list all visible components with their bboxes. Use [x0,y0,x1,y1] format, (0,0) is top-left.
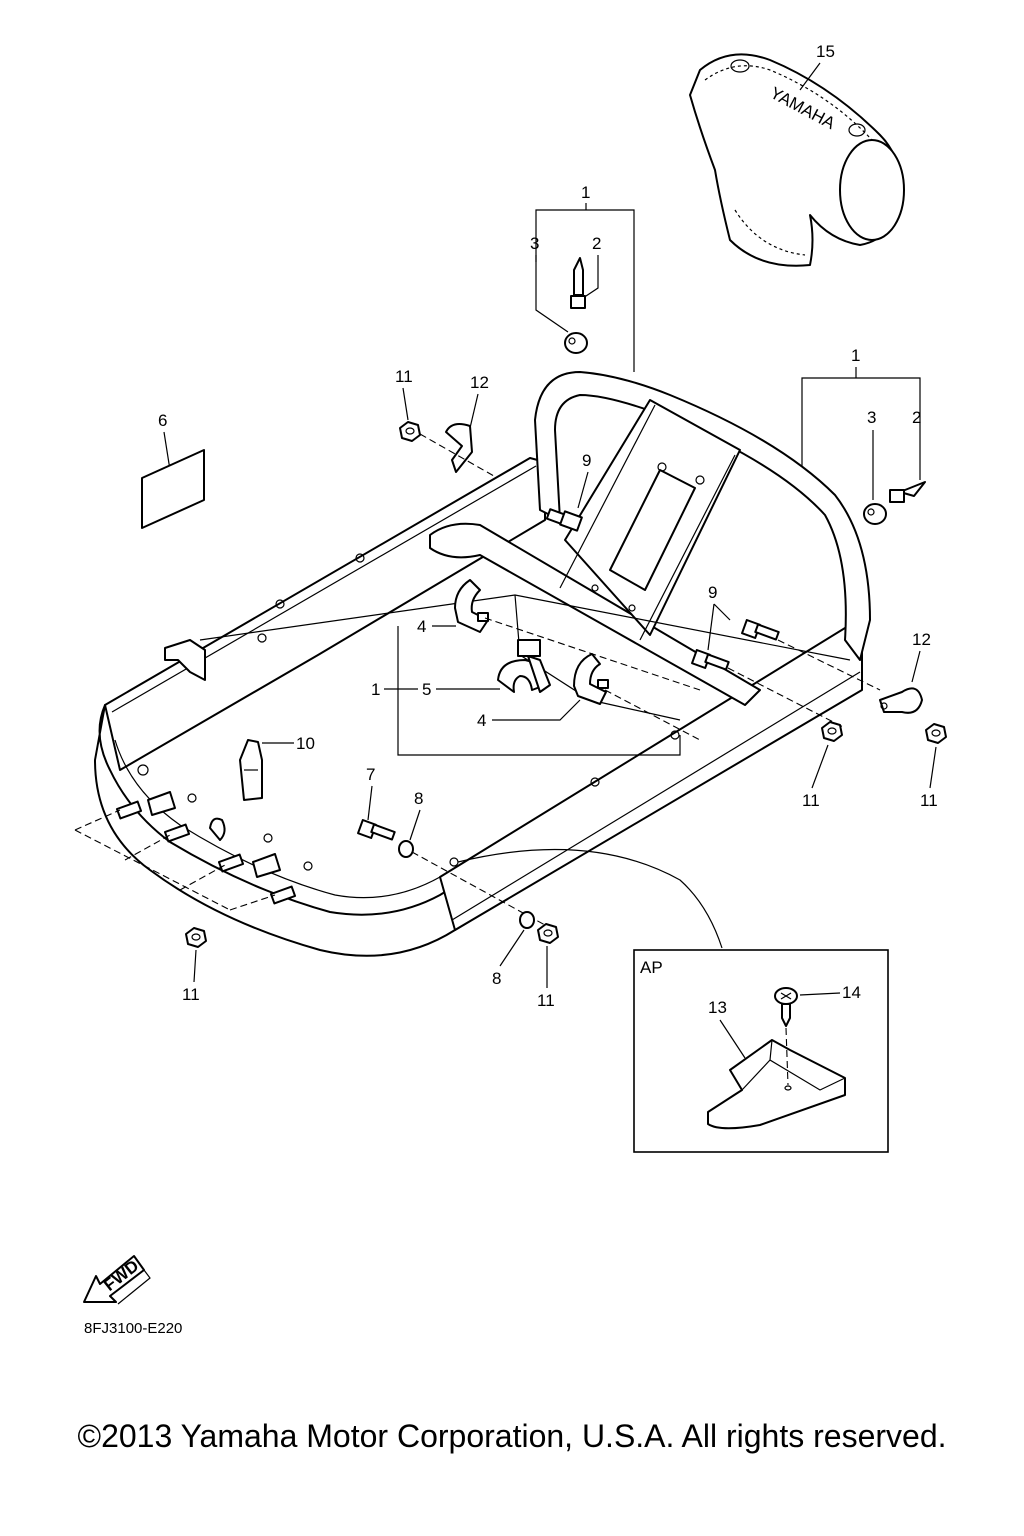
callout-4-a: 4 [417,617,426,636]
callout-11-c: 11 [920,791,938,810]
callout-7: 7 [366,765,375,784]
callout-5: 5 [422,680,431,699]
nut-right-b [925,723,947,744]
nut-lower [537,923,559,944]
frame [94,371,871,957]
screw-14 [774,987,798,1027]
callout-1-mid: 1 [371,680,380,699]
callout-11-e: 11 [537,991,555,1010]
callout-1-top: 1 [581,183,590,202]
inset-ap: AP 13 14 [633,949,889,1153]
washer-8-upper [398,840,414,858]
diagram-code: 8FJ3100-E220 [84,1320,183,1337]
bolt-9-upper [545,508,583,532]
studs-front [115,800,297,905]
rivet-right [889,481,926,503]
callout-3-top: 3 [530,234,539,253]
callout-2-right: 2 [912,408,921,427]
callout-9-b: 9 [708,583,717,602]
clamp-5 [497,639,551,693]
callout-3-right: 3 [867,408,876,427]
callout-8-b: 8 [492,969,501,988]
clip-10 [239,739,263,801]
callout-11-d: 11 [182,985,200,1004]
nut-upper-left [399,421,421,442]
nut-front-left [185,927,207,948]
callout-8-a: 8 [414,789,423,808]
clamp-upper-left [445,423,473,473]
bolt-7 [357,819,396,841]
callout-9-a: 9 [582,451,591,470]
bolt-9-right-b [691,649,730,671]
rivet-top [570,257,586,309]
callout-15: 15 [816,42,835,61]
copyright-notice: ©2013 Yamaha Motor Corporation, U.S.A. A… [77,1418,947,1454]
callout-4-b: 4 [477,711,486,730]
damper-top [564,332,588,354]
skid-pad [707,1039,846,1130]
clamp-right [879,687,923,714]
callout-12-a: 12 [470,373,489,392]
callout-11-b: 11 [802,791,820,810]
clamp-4-lower [573,653,609,705]
clamp-4-upper [454,579,489,633]
callout-1-right: 1 [851,346,860,365]
callout-13: 13 [708,998,727,1017]
nut-right-a [821,721,843,742]
callout-14: 14 [842,983,861,1002]
inset-label: AP [640,958,663,977]
steering-pad-cover: YAMAHA [689,53,905,267]
damper-right [863,503,887,525]
callout-10: 10 [296,734,315,753]
callout-11-a: 11 [395,367,413,386]
callout-6: 6 [158,411,167,430]
callout-12-b: 12 [912,630,931,649]
washer-8-lower [519,911,535,929]
bolt-9-right-a [741,619,780,641]
fwd-arrow-icon: FWD [83,1255,151,1305]
callout-2-top: 2 [592,234,601,253]
decal [141,449,205,529]
